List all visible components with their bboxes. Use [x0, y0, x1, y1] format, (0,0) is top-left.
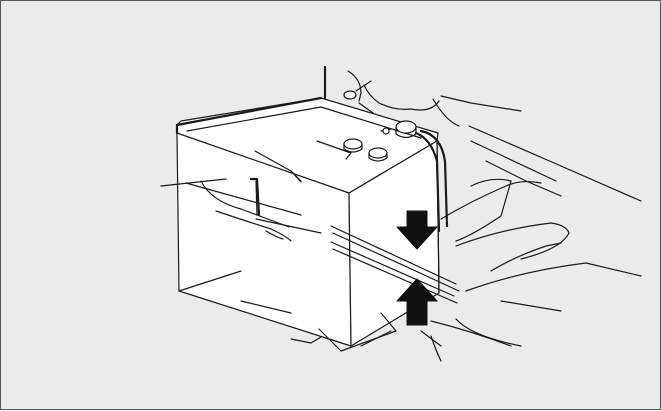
arrow-up-icon [396, 278, 438, 326]
arrow-down-icon [396, 210, 438, 250]
battery-cable [414, 129, 449, 233]
battery-tray [318, 312, 442, 352]
battery-caps [343, 138, 388, 162]
rear-bracket [323, 65, 460, 127]
measurement-lines [330, 225, 460, 304]
vent-cap [343, 90, 357, 100]
battery [160, 96, 440, 347]
